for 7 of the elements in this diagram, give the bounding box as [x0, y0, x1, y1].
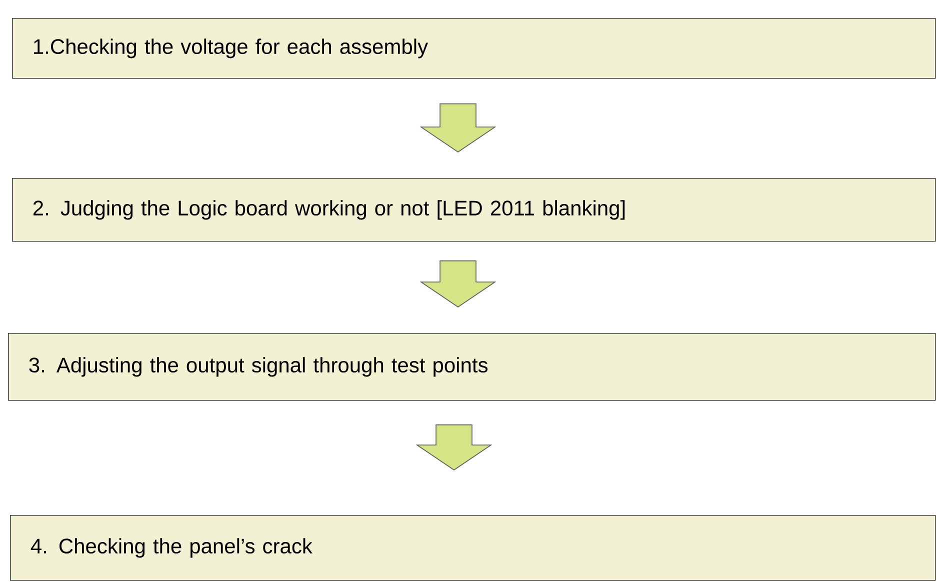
- step-box: 3. Adjusting the output signal through test points: [8, 333, 936, 401]
- block-arrow: [420, 103, 496, 152]
- block-arrow: [420, 260, 496, 308]
- step-box: 4. Checking the panel’s crack: [10, 515, 936, 581]
- step-box: 2. Judging the Logic board working or not [LED 2011 blanking]: [12, 178, 936, 242]
- step-box: 1.Checking the voltage for each assembly: [12, 18, 936, 79]
- block-arrow: [416, 424, 492, 470]
